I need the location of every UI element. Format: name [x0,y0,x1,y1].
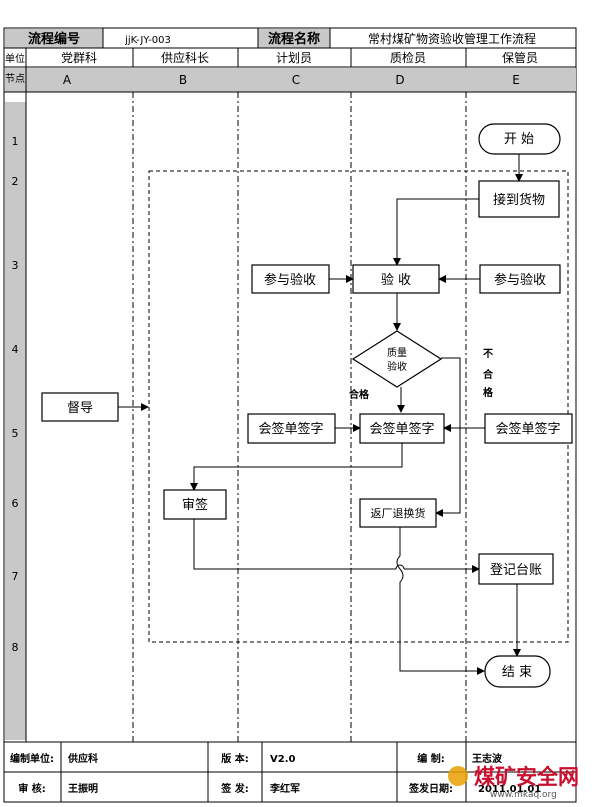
process-code-value: jjK-JY-003 [124,35,171,46]
footer-table: 编制单位: 供应科 版 本: V2.0 编 制: 王志波 审 核: 王振明 签 … [4,741,576,802]
row-number-3: 3 [12,259,19,272]
row-number-4: 4 [12,343,19,356]
lane-letter-e: E [512,73,520,87]
footer-version-label: 版 本: [221,752,248,765]
unit-c: 计划员 [276,51,312,65]
node-start: 开 始 [478,123,561,155]
footer-unit-label: 编制单位: [10,752,54,765]
footer-version-value: V2.0 [270,754,295,765]
row-number-7: 7 [12,570,19,583]
node-keeper-join-inspection: 参与验收 [479,264,561,294]
lane-letter-a: A [63,73,72,87]
unit-b: 供应科长 [161,50,209,65]
unit-e: 保管员 [502,50,538,65]
svg-text:接到货物: 接到货物 [493,192,545,208]
process-name-label: 流程名称 [268,31,320,47]
node-keeper-countersign: 会签单签字 [484,413,573,444]
process-boundary [148,170,569,643]
footer-author-label: 编 制: [417,752,444,765]
connectors [118,154,523,675]
svg-text:返厂退换货: 返厂退换货 [371,506,426,520]
node-inspection: 验 收 [352,264,440,294]
row-number-column: 1 2 3 4 5 6 7 8 [5,92,27,742]
process-code-label: 流程编号 [28,31,80,47]
lane-letter-c: C [292,73,300,87]
footer-review-label: 审 核: [18,782,45,795]
svg-text:结 束: 结 束 [502,665,532,680]
svg-text:会签单签字: 会签单签字 [369,421,434,437]
footer-date-value: 2011.01.01 [478,784,541,795]
edge-label-fail: 不 合 格 [482,348,494,399]
node-qc-countersign: 会签单签字 [359,413,445,444]
row-number-2: 2 [12,175,19,188]
watermark-logo-icon [448,766,468,786]
lane-letter-d: D [395,73,404,87]
outer-frame [3,27,577,803]
node-supervise: 督导 [41,392,119,422]
footer-author-value: 王志波 [472,752,503,765]
svg-text:会签单签字: 会签单签字 [495,421,560,437]
svg-text:参与验收: 参与验收 [494,272,546,288]
row-number-8: 8 [12,641,19,654]
watermark-url: www.mkaq.org [490,790,557,800]
node-planner-countersign: 会签单签字 [247,413,336,444]
row-number-6: 6 [12,497,19,510]
edge-label-pass: 合格 [348,388,370,401]
fail-char-3: 格 [483,386,494,399]
footer-issue-value: 李红军 [269,782,300,795]
lane-letter-b: B [179,73,187,87]
process-name-value: 常村煤矿物资验收管理工作流程 [368,31,536,46]
footer-review-value: 王振明 [68,782,98,795]
unit-label: 单位 [5,52,25,65]
node-approve: 审签 [163,489,227,520]
svg-text:会签单签字: 会签单签字 [258,421,323,437]
svg-text:验 收: 验 收 [381,272,411,288]
fail-char-1: 不 [483,348,493,360]
unit-row: 单位 党群科 供应科长 计划员 质检员 保管员 [4,48,576,68]
svg-text:督导: 督导 [67,401,93,416]
footer-issue-label: 签 发: [220,782,248,795]
footer-date-label: 签发日期: [408,782,453,795]
row-number-1: 1 [12,135,19,148]
svg-text:参与验收: 参与验收 [264,272,316,288]
node-return-exchange: 返厂退换货 [359,498,437,528]
node-planner-join-inspection: 参与验收 [251,264,330,294]
svg-text:开 始: 开 始 [504,132,534,147]
node-quality-decision: 质量 验收 [351,330,443,388]
node-register-ledger: 登记台账 [478,553,554,585]
title-row: 流程编号 jjK-JY-003 流程名称 常村煤矿物资验收管理工作流程 [4,28,576,49]
node-end: 结 束 [484,655,551,688]
unit-a: 党群科 [61,50,97,65]
lane-separators [132,92,467,742]
node-row: 节点 A B C D E [4,67,576,93]
svg-text:审签: 审签 [182,497,208,513]
quality-label-line1: 质量 [387,347,407,359]
svg-text:登记台账: 登记台账 [490,563,542,578]
site-watermark: 煤矿安全网 www.mkaq.org [448,765,579,800]
unit-d: 质检员 [390,50,426,65]
node-receive-goods: 接到货物 [478,180,560,218]
quality-label-line2: 验收 [387,360,407,373]
fail-char-2: 合 [482,368,494,381]
node-label: 节点 [5,73,25,85]
watermark-title: 煤矿安全网 [474,765,579,789]
row-number-5: 5 [12,427,19,440]
footer-unit-value: 供应科 [67,752,98,765]
